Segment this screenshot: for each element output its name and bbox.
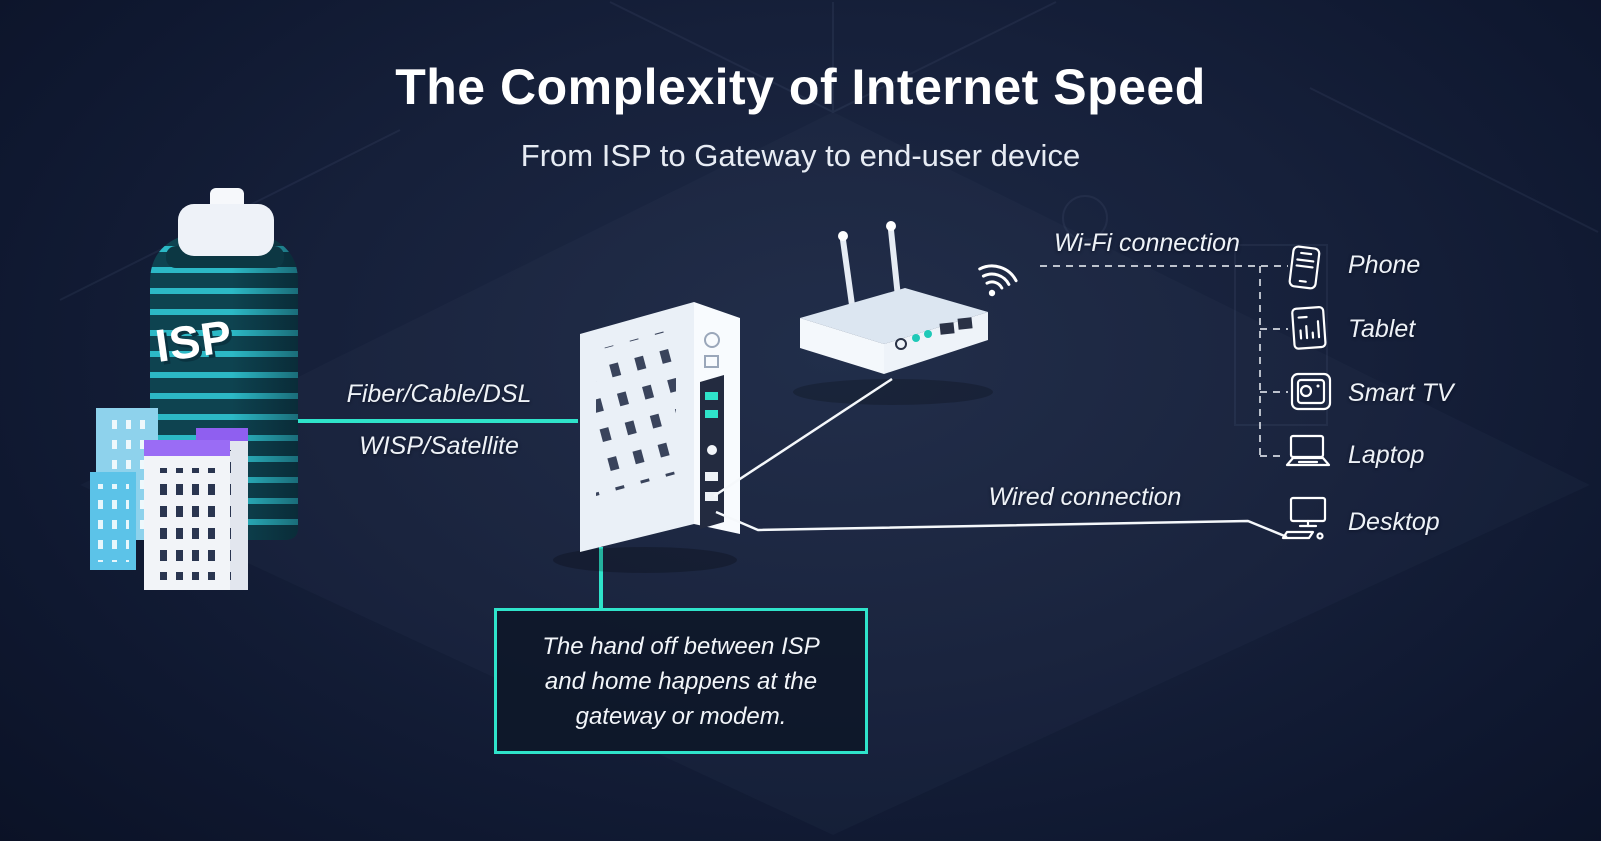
- modem-gateway-icon: [580, 302, 740, 552]
- modem-wps-button: [707, 445, 717, 455]
- laptop-icon: [1285, 434, 1331, 467]
- isp-label: ISP: [152, 310, 236, 372]
- page-title: The Complexity of Internet Speed: [395, 59, 1206, 115]
- device-label-phone: Phone: [1348, 251, 1421, 279]
- router-shadow: [793, 379, 993, 405]
- router-led: [912, 334, 920, 342]
- phone-icon: [1288, 245, 1321, 290]
- tablet-icon: [1291, 306, 1327, 350]
- wired-line: [715, 510, 1288, 539]
- modem-router-cable: [713, 377, 893, 498]
- router-port: [939, 322, 955, 335]
- device-label-laptop: Laptop: [1348, 441, 1425, 469]
- wired-connection-label: Wired connection: [988, 483, 1182, 511]
- wifi-connection-label: Wi-Fi connection: [1054, 229, 1240, 257]
- wisp-satellite-label: WISP/Satellite: [359, 432, 519, 460]
- isp-building-icon: ISP ISP: [150, 188, 298, 540]
- router-antenna: [840, 237, 855, 308]
- modem-port: [705, 472, 718, 481]
- smart-tv-icon: [1290, 372, 1332, 411]
- modem-led: [705, 410, 718, 418]
- modem-power-button: [704, 332, 720, 348]
- modem-shadow: [553, 547, 737, 573]
- callout-box: The hand off between ISP and home happen…: [494, 608, 868, 754]
- isp-label-shadow: ISP: [155, 313, 239, 375]
- device-label-tablet: Tablet: [1348, 315, 1416, 343]
- router-power-button: [895, 338, 907, 350]
- callout-text: The hand off between ISP and home happen…: [542, 632, 820, 730]
- device-label-desktop: Desktop: [1348, 508, 1440, 536]
- isp-roof-cap: [178, 204, 274, 256]
- modem-port: [705, 492, 718, 501]
- wifi-router-icon: [800, 221, 988, 374]
- wifi-dashed-line: [1040, 265, 1288, 457]
- fiber-cable-dsl-label: Fiber/Cable/DSL: [346, 380, 532, 408]
- desktop-icon: [1281, 496, 1327, 540]
- city-buildings-illustration: [90, 408, 248, 590]
- router-led: [924, 330, 932, 338]
- background-floorplan: [59, 1, 1599, 426]
- modem-vents: [596, 328, 676, 496]
- device-label-smart-tv: Smart TV: [1348, 379, 1454, 407]
- wifi-signal-icon: [978, 264, 1018, 297]
- page-subtitle: From ISP to Gateway to end-user device: [520, 138, 1081, 173]
- router-port: [957, 317, 973, 330]
- modem-led: [705, 392, 718, 400]
- router-antenna: [888, 227, 901, 300]
